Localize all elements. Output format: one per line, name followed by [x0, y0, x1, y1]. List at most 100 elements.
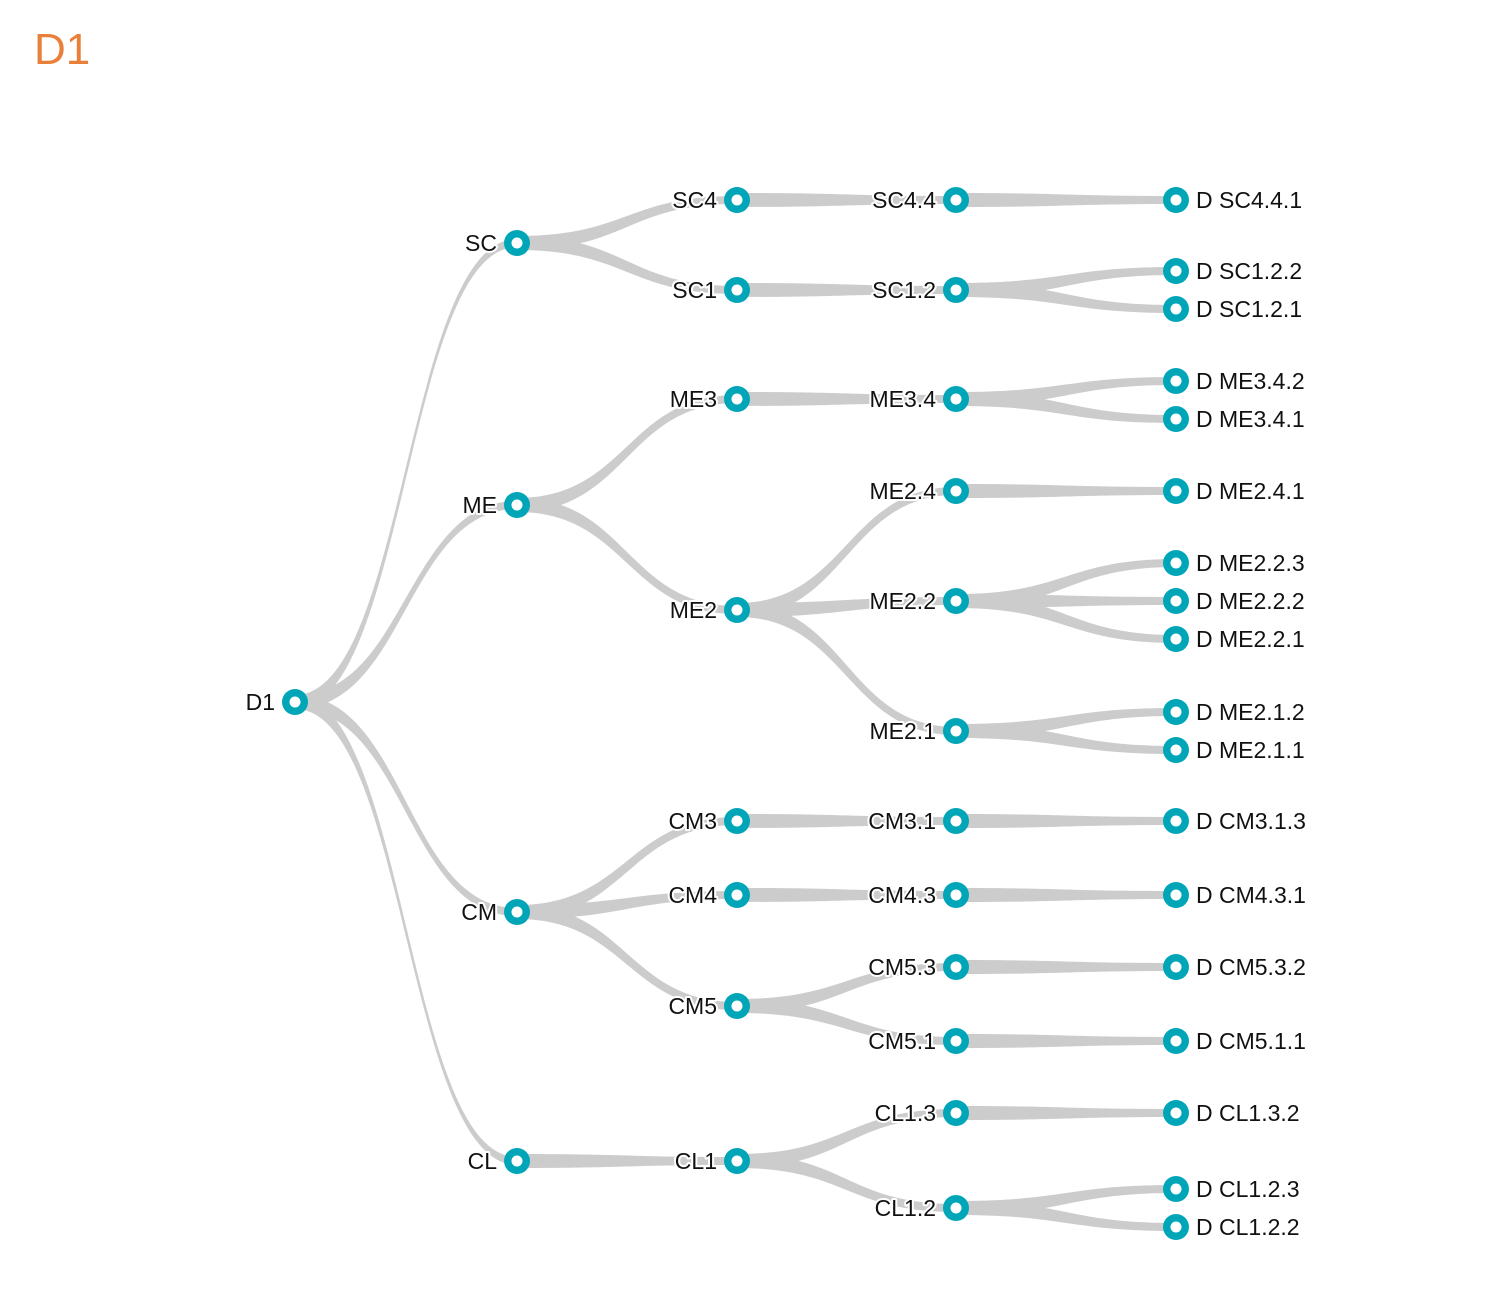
- node-circle-hole: [950, 889, 962, 901]
- tree-leaf-node[interactable]: D ME2.2.2: [1163, 586, 1307, 616]
- node-label: D ME2.1.2: [1196, 699, 1305, 725]
- tree-node[interactable]: ME2.4: [868, 476, 969, 506]
- tree-link: [737, 283, 956, 297]
- node-label: ME2.1: [870, 718, 936, 744]
- node-circle-hole: [1170, 1183, 1182, 1195]
- tree-leaf-node[interactable]: D ME2.4.1: [1163, 476, 1307, 506]
- tree-link: [737, 814, 956, 828]
- node-circle-hole: [731, 1000, 743, 1012]
- tree-leaf-node[interactable]: D SC1.2.1: [1163, 294, 1304, 324]
- tree-node[interactable]: SC: [463, 228, 530, 258]
- node-label: D CL1.3.2: [1196, 1100, 1300, 1126]
- node-label: D ME2.1.1: [1196, 737, 1305, 763]
- tree-node[interactable]: ME3: [668, 384, 750, 414]
- tree-leaf-node[interactable]: D SC4.4.1: [1163, 185, 1304, 215]
- node-circle-hole: [1170, 1035, 1182, 1047]
- tree-node[interactable]: SC1: [670, 275, 750, 305]
- tree-link: [737, 1109, 956, 1168]
- tree-node[interactable]: ME3.4: [868, 384, 969, 414]
- node-circle-hole: [950, 284, 962, 296]
- tree-leaf-node[interactable]: D SC1.2.2: [1163, 256, 1304, 286]
- node-label: ME: [463, 492, 498, 518]
- tree-node[interactable]: SC1.2: [870, 275, 969, 305]
- node-label: D CM5.3.2: [1196, 954, 1306, 980]
- node-label: ME2.2: [870, 588, 936, 614]
- tree-node[interactable]: SC4.4: [870, 185, 969, 215]
- node-label: CL1.2: [875, 1195, 936, 1221]
- node-circle-hole: [1170, 633, 1182, 645]
- tree-link: [956, 1034, 1176, 1048]
- tree-link: [956, 888, 1176, 902]
- node-circle-hole: [731, 815, 743, 827]
- tree-link: [956, 724, 1176, 754]
- tree-node[interactable]: D1: [244, 687, 308, 717]
- node-label: ME3.4: [870, 386, 937, 412]
- tree-node[interactable]: CL1: [673, 1146, 750, 1176]
- tree-node[interactable]: CM4.3: [866, 880, 969, 910]
- tree-leaf-node[interactable]: D CL1.3.2: [1163, 1098, 1302, 1128]
- tree-leaf-node[interactable]: D ME2.1.1: [1163, 735, 1307, 765]
- node-label: ME3: [670, 386, 717, 412]
- tree-link: [737, 193, 956, 207]
- node-circle-hole: [1170, 485, 1182, 497]
- tree-leaf-node[interactable]: D CM4.3.1: [1163, 880, 1308, 910]
- node-circle-hole: [731, 604, 743, 616]
- tree-node[interactable]: ME: [461, 490, 531, 520]
- node-circle-hole: [950, 1202, 962, 1214]
- tree-node[interactable]: ME2.1: [868, 716, 969, 746]
- tree-node[interactable]: CM3.1: [866, 806, 969, 836]
- tree-leaf-node[interactable]: D CM5.3.2: [1163, 952, 1308, 982]
- tree-leaf-node[interactable]: D CM3.1.3: [1163, 806, 1308, 836]
- tree-node[interactable]: CM3: [666, 806, 750, 836]
- node-label: D CM4.3.1: [1196, 882, 1306, 908]
- tree-node[interactable]: ME2: [668, 595, 750, 625]
- node-label: D CL1.2.2: [1196, 1214, 1300, 1240]
- node-circle-hole: [950, 1035, 962, 1047]
- tree-link: [737, 603, 956, 735]
- tree-node[interactable]: CM4: [666, 880, 750, 910]
- tree-node[interactable]: SC4: [670, 185, 750, 215]
- tree-link: [956, 1201, 1176, 1231]
- node-circle-hole: [1170, 744, 1182, 756]
- tree-leaf-node[interactable]: D ME2.1.2: [1163, 697, 1307, 727]
- node-label: D SC1.2.2: [1196, 258, 1302, 284]
- tree-link: [737, 963, 956, 1013]
- tree-link: [956, 960, 1176, 974]
- tree-leaf-node[interactable]: D ME2.2.3: [1163, 548, 1307, 578]
- tree-node[interactable]: CM5.1: [866, 1026, 969, 1056]
- tree-leaf-node[interactable]: D CM5.1.1: [1163, 1026, 1308, 1056]
- node-circle-hole: [950, 393, 962, 405]
- tree-node[interactable]: CL: [466, 1146, 530, 1176]
- node-circle-hole: [950, 725, 962, 737]
- node-circle-hole: [511, 906, 523, 918]
- node-label: CM4.3: [868, 882, 936, 908]
- tree-leaf-node[interactable]: D ME3.4.2: [1163, 366, 1307, 396]
- tree-leaf-node[interactable]: D CL1.2.3: [1163, 1174, 1302, 1204]
- node-label: CM4: [668, 882, 717, 908]
- node-circle-hole: [511, 237, 523, 249]
- tree-leaf-node[interactable]: D CL1.2.2: [1163, 1212, 1302, 1242]
- tree-node[interactable]: CL1.3: [873, 1098, 969, 1128]
- tree-link: [517, 905, 737, 1010]
- node-circle-hole: [1170, 815, 1182, 827]
- node-label: SC: [465, 230, 497, 256]
- tree-leaf-node[interactable]: D ME3.4.1: [1163, 404, 1307, 434]
- node-label: SC4.4: [872, 187, 936, 213]
- node-label: CM: [461, 899, 497, 925]
- tree-node[interactable]: CM: [459, 897, 530, 927]
- tree-link: [956, 814, 1176, 828]
- node-circle-hole: [950, 485, 962, 497]
- node-circle-hole: [1170, 303, 1182, 315]
- tree-node[interactable]: CM5: [666, 991, 750, 1021]
- node-label: D ME2.2.2: [1196, 588, 1305, 614]
- node-circle-hole: [1170, 557, 1182, 569]
- tree-leaf-node[interactable]: D ME2.2.1: [1163, 624, 1307, 654]
- tree-node[interactable]: ME2.2: [868, 586, 969, 616]
- node-circle-hole: [1170, 1221, 1182, 1233]
- tree-link: [956, 1106, 1176, 1120]
- tree-node[interactable]: CL1.2: [873, 1193, 969, 1223]
- node-circle-hole: [1170, 265, 1182, 277]
- tree-node[interactable]: CM5.3: [866, 952, 969, 982]
